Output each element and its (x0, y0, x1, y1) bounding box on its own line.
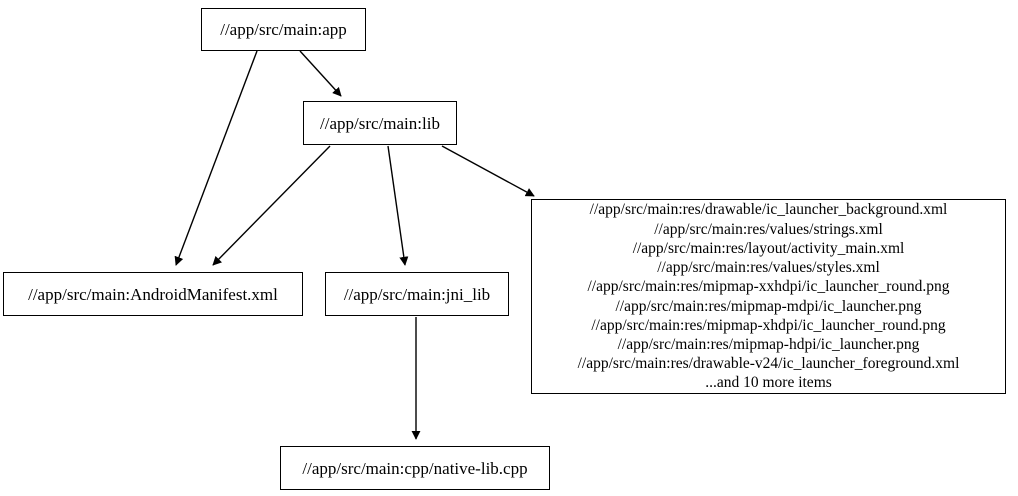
graph-node-native-lib-cpp-label: //app/src/main:cpp/native-lib.cpp (302, 458, 528, 478)
graph-node-lib[interactable]: //app/src/main:lib (303, 101, 457, 145)
edge-lib-to-jni-lib (387, 145, 409, 266)
graph-node-android-manifest-label: //app/src/main:AndroidManifest.xml (28, 284, 278, 304)
graph-node-app-label: //app/src/main:app (220, 20, 347, 39)
graph-node-lib-label: //app/src/main:lib (320, 113, 440, 133)
graph-node-jni-lib-label: //app/src/main:jni_lib (343, 284, 491, 304)
graph-node-jni-lib[interactable]: //app/src/main:jni_lib (325, 272, 509, 316)
edge-app-to-lib (299, 50, 342, 97)
graph-node-native-lib-cpp[interactable]: //app/src/main:cpp/native-lib.cpp (280, 446, 550, 490)
graph-node-android-manifest[interactable]: //app/src/main:AndroidManifest.xml (3, 272, 303, 316)
graph-node-app[interactable]: //app/src/main:app (201, 8, 366, 51)
edge-lib-to-manifest (212, 145, 331, 266)
graph-node-res-group[interactable]: //app/src/main:res/drawable/ic_launcher_… (531, 199, 1006, 394)
edge-lib-to-res (441, 145, 535, 197)
edge-app-to-manifest (174, 50, 258, 266)
graph-node-res-group-label: //app/src/main:res/drawable/ic_launcher_… (577, 201, 960, 392)
